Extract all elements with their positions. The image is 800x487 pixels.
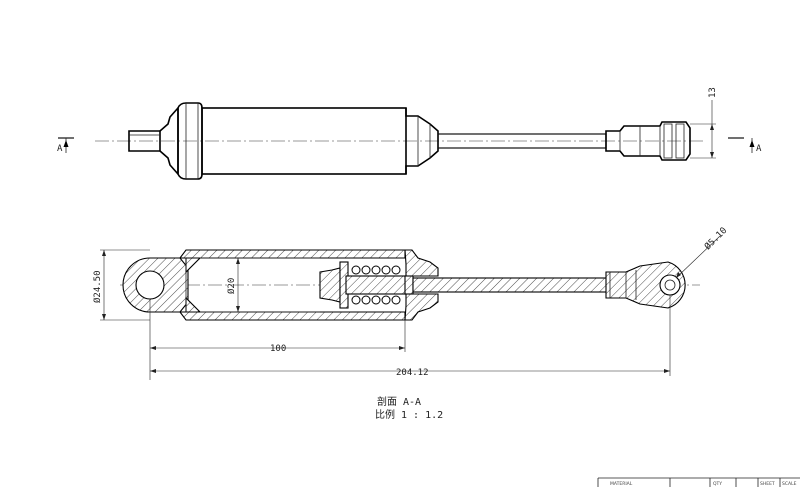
scale-caption: 比例 1 : 1.2: [375, 408, 443, 421]
dim-body-diameter: Ø24.50: [92, 249, 150, 321]
dim-length-body: 100: [270, 344, 286, 354]
piston: [319, 261, 407, 309]
title-block-scale: SCALE: [782, 481, 797, 487]
section-arrow-right: A: [728, 137, 762, 154]
title-block: MATERIAL QTY SHEET SCALE: [597, 477, 800, 487]
dim-diameter-hole: Ø5.10: [702, 225, 729, 252]
title-block-sheet: SHEET: [760, 481, 775, 487]
left-eye: [122, 257, 189, 313]
rod-end: [605, 261, 686, 309]
cylinder-wall: [178, 249, 406, 321]
dim-bore-diameter: Ø20: [226, 258, 240, 312]
dim-hole-diameter: Ø5.10: [675, 225, 729, 279]
spring-coils: [351, 265, 401, 305]
section-label-right: A: [756, 144, 762, 154]
dim-body-length: 100: [149, 299, 406, 380]
section-view: Ø24.50 Ø20 Ø5.10 100: [92, 225, 729, 380]
end-cap: [404, 249, 439, 321]
section-label-left: A: [57, 144, 63, 154]
piston-rod: [412, 277, 614, 293]
section-arrow-left: A: [57, 137, 74, 154]
section-caption: 剖面 A-A: [377, 395, 421, 408]
top-view: A A: [57, 87, 762, 180]
dim-height-top: 13: [708, 87, 718, 98]
dim-diameter-body: Ø24.50: [92, 270, 103, 303]
dim-total-length: 204.12: [150, 295, 671, 378]
dim-length-total: 204.12: [396, 368, 429, 378]
dim-diameter-bore: Ø20: [226, 278, 237, 294]
title-block-qty: QTY: [713, 481, 722, 487]
title-block-material: MATERIAL: [610, 481, 633, 487]
